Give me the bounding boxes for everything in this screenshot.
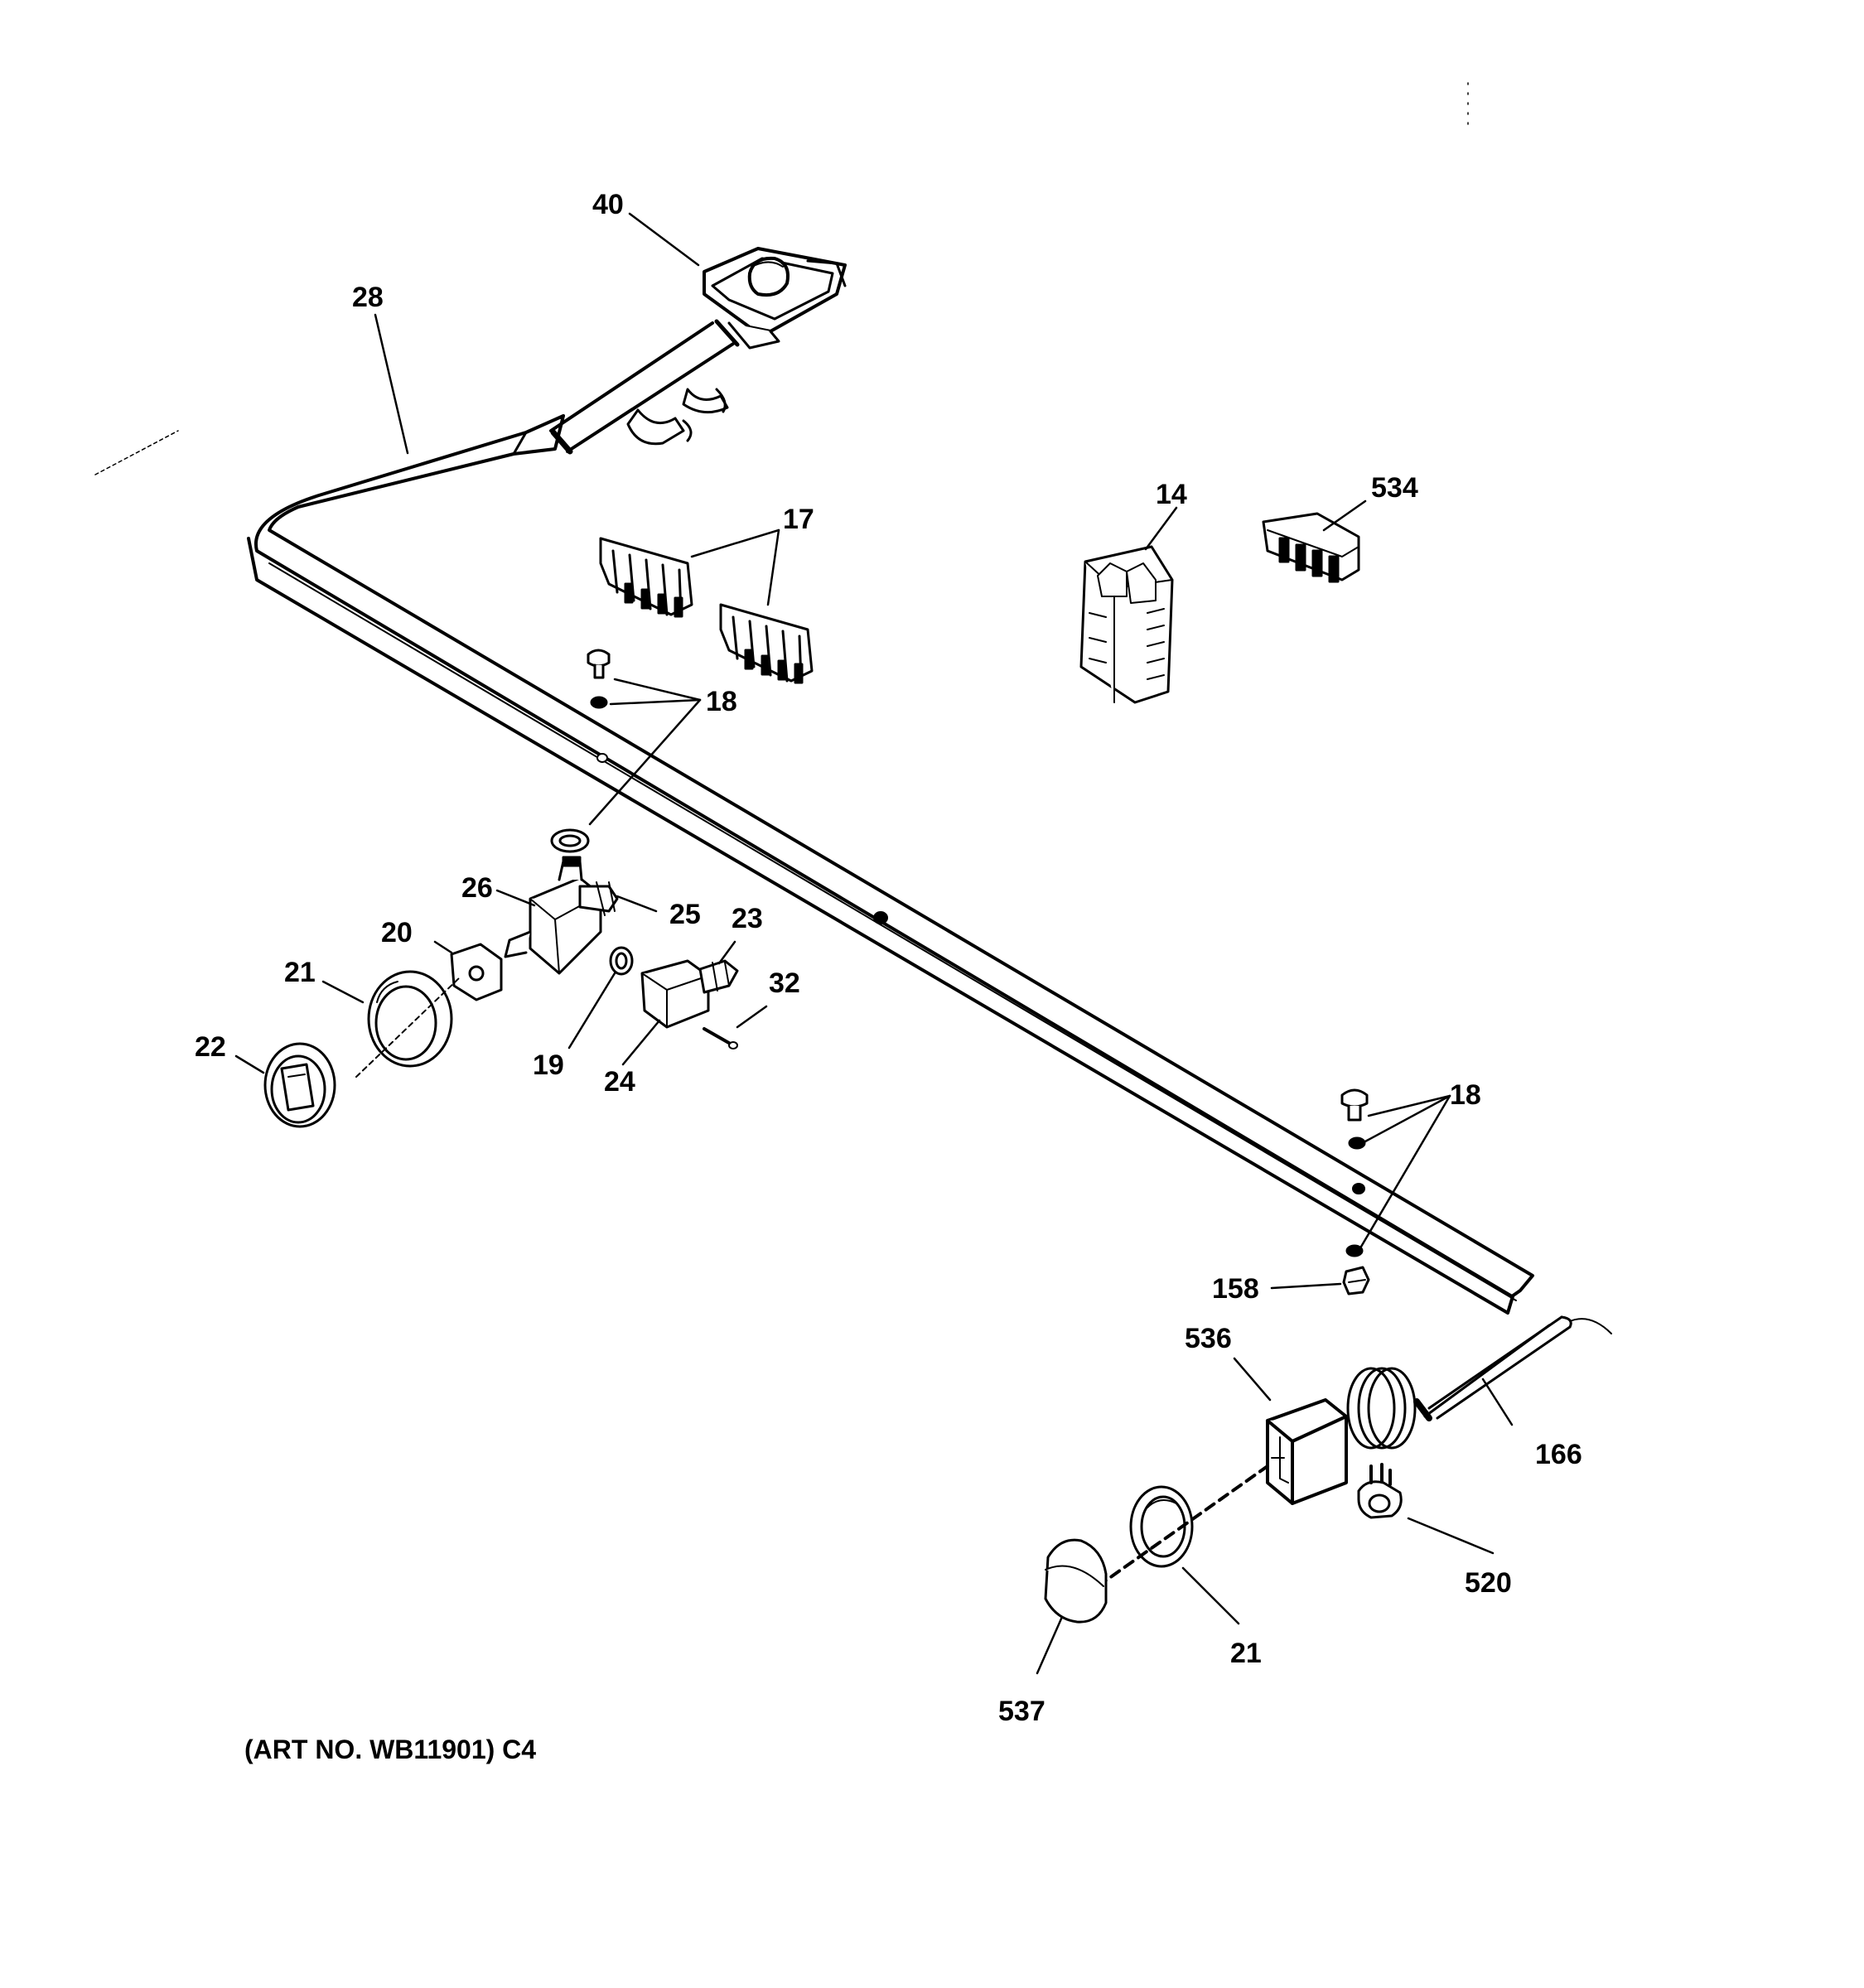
manifold-pipe xyxy=(247,319,1534,1315)
part-18-washer-lowest xyxy=(1345,1244,1364,1257)
part-19-o-ring xyxy=(609,946,634,976)
part-520-switch xyxy=(1357,1463,1403,1519)
part-21-bezel-lower xyxy=(1129,1485,1194,1568)
callout-166: 166 xyxy=(1535,1439,1582,1470)
part-26-valve xyxy=(504,856,619,975)
callout-158: 158 xyxy=(1212,1273,1259,1305)
part-17-terminal-block-lower xyxy=(719,603,814,684)
callout-40: 40 xyxy=(592,189,624,220)
callout-28: 28 xyxy=(352,282,384,313)
part-17-terminal-block-upper xyxy=(599,537,693,618)
part-22-knob xyxy=(263,1042,336,1128)
part-536-thermostat xyxy=(1266,1398,1348,1505)
art-number-caption: (ART NO. WB11901) C4 xyxy=(244,1735,537,1764)
part-18-screw-lower xyxy=(1340,1088,1369,1122)
callout-18-upper: 18 xyxy=(706,686,737,717)
part-24-switch xyxy=(640,959,710,1029)
callout-19: 19 xyxy=(533,1049,564,1081)
part-166-capillary-bulb xyxy=(1346,1315,1612,1450)
callout-22: 22 xyxy=(195,1031,226,1063)
part-14-control-board xyxy=(1079,545,1174,704)
callout-labels: 40 28 14 534 17 18 26 25 20 23 21 32 22 … xyxy=(195,189,1582,1727)
part-18-gasket-ring xyxy=(550,828,590,853)
part-18-screw-upper xyxy=(587,649,611,679)
axis-line-upper xyxy=(355,977,461,1078)
part-32-screw xyxy=(703,1027,738,1049)
callout-520: 520 xyxy=(1465,1567,1512,1599)
callout-14: 14 xyxy=(1156,479,1187,510)
part-158-nut xyxy=(1342,1266,1370,1296)
axis-line-lower xyxy=(1096,1464,1269,1588)
part-18-washer-lower xyxy=(1348,1136,1366,1150)
callout-534: 534 xyxy=(1371,472,1418,504)
callout-25: 25 xyxy=(669,899,701,930)
callout-536: 536 xyxy=(1185,1323,1232,1354)
scan-marks xyxy=(94,82,1469,475)
callout-21-lower: 21 xyxy=(1230,1638,1262,1669)
part-23-switch-shaft xyxy=(698,959,739,994)
callout-21-upper: 21 xyxy=(284,957,316,988)
part-18-washer-upper xyxy=(590,696,608,709)
callout-17: 17 xyxy=(783,504,814,535)
part-20-bracket xyxy=(450,943,503,1001)
callout-537: 537 xyxy=(998,1696,1045,1727)
callout-20: 20 xyxy=(381,917,413,948)
leader-lines xyxy=(234,212,1514,1675)
callout-23: 23 xyxy=(732,903,763,934)
part-534-terminal-strip xyxy=(1262,512,1360,583)
callout-24: 24 xyxy=(604,1066,635,1098)
part-40-fitting xyxy=(703,247,847,350)
callout-18-lower: 18 xyxy=(1450,1079,1481,1111)
part-537-knob xyxy=(1044,1538,1108,1624)
callout-26: 26 xyxy=(461,872,493,904)
part-21-bezel-upper xyxy=(367,970,453,1068)
callout-32: 32 xyxy=(769,967,800,999)
